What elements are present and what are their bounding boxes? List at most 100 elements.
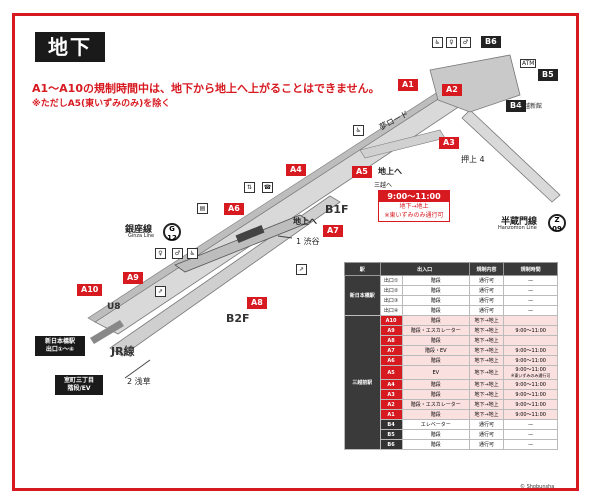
time-value: 9:00〜11:00 — [515, 412, 546, 418]
time-value: — — [528, 287, 534, 294]
time-value: — — [528, 307, 534, 314]
restroom-male-icon: ♂ — [460, 37, 471, 48]
muromachi-box: 室町三丁目 階段/EV — [55, 375, 103, 395]
content-cell: 通行可 — [468, 419, 505, 430]
exit-cell: A7 — [379, 345, 403, 356]
station-cell: 新日本橋駅 — [344, 275, 381, 316]
time-cell: — — [503, 429, 558, 440]
restriction-direction: 地下→地上 — [399, 203, 429, 210]
type-cell: 階段 — [401, 439, 470, 450]
type-cell: 階段 — [401, 389, 470, 400]
restriction-notice: A1〜A10の規制時間中は、地下から地上へ上がることはできません。 — [32, 82, 380, 95]
wheelchair-icon-2: ♿ — [187, 248, 198, 259]
copyright: © Shobunsha — [520, 484, 555, 490]
type-cell: 階段 — [401, 429, 470, 440]
hanzomon-line-label: 半蔵門線 — [501, 217, 538, 227]
time-cell — [503, 315, 558, 326]
jr-line-label: JR線 — [111, 345, 135, 358]
time-value: — — [528, 441, 534, 448]
wheelchair-icon: ♿ — [353, 125, 364, 136]
station-area — [429, 54, 521, 113]
exit-cell: A1 — [379, 409, 403, 420]
header-content: 規制内容 — [468, 262, 505, 276]
to-mitsukoshi-label: 三越へ — [374, 182, 393, 189]
restriction-time: 9:00〜11:00 — [379, 191, 449, 202]
exit-a5: A5 — [352, 166, 372, 178]
toilet-icon-2: ♀ — [155, 248, 166, 259]
exit-a6: A6 — [224, 203, 244, 215]
page-title: 地下 — [35, 32, 105, 62]
hanzomon-line-en: Hanzomon Line — [498, 225, 537, 231]
time-cell: 9:00〜11:00※東いずみのみ通行可 — [503, 365, 558, 380]
table-header: 駅 出入口 規制内容 規制時間 — [344, 262, 558, 276]
exit-a1: A1 — [398, 79, 418, 91]
exit-cell: 出口③ — [379, 295, 403, 306]
type-cell: EV — [401, 365, 470, 380]
content-cell: 地下→地上 — [468, 345, 505, 356]
time-note: ※東いずみのみ通行可 — [510, 373, 551, 378]
exit-b6: B6 — [481, 36, 501, 48]
time-value: 9:00〜11:00 — [515, 367, 546, 373]
content-cell: 地下→地上 — [468, 379, 505, 390]
type-cell: エレベーター — [401, 419, 470, 430]
ticket-icon: ▤ — [197, 203, 208, 214]
time-value: 9:00〜11:00 — [515, 402, 546, 408]
exit-cell: B6 — [379, 439, 403, 450]
ginza-line-en: Ginza Line — [128, 233, 155, 239]
type-cell: 階段 — [401, 275, 470, 286]
exit-cell: A4 — [379, 379, 403, 390]
time-value: 9:00〜11:00 — [515, 382, 546, 388]
time-value: — — [528, 277, 534, 284]
exit-a8: A8 — [247, 297, 267, 309]
time-value: 9:00〜11:00 — [515, 328, 546, 334]
content-cell: 通行可 — [468, 275, 505, 286]
shibuya-label: 1 渋谷 — [296, 237, 320, 246]
mitsukoshi-shinkan-label: 三越新館 — [518, 103, 543, 110]
exit-a10: A10 — [77, 284, 103, 296]
type-cell: 階段 — [401, 379, 470, 390]
exit-cell: A8 — [379, 335, 403, 346]
type-cell: 階段 — [401, 295, 470, 306]
time-cell: 9:00〜11:00 — [503, 389, 558, 400]
escalator-icon: ⇗ — [296, 264, 307, 275]
content-cell: 通行可 — [468, 439, 505, 450]
time-value: — — [528, 297, 534, 304]
restriction-note: ※東いずみのみ通行可 — [384, 212, 444, 219]
content-cell: 通行可 — [468, 429, 505, 440]
exit-b5: B5 — [538, 69, 558, 81]
content-cell: 地下→地上 — [468, 399, 505, 410]
to-surface-label-2: 地上へ — [293, 217, 317, 226]
station-cell: 三越前駅 — [344, 315, 381, 450]
time-cell: — — [503, 419, 558, 430]
u8-label: U8 — [107, 302, 121, 312]
content-cell: 地下→地上 — [468, 355, 505, 366]
time-cell — [503, 335, 558, 346]
hanzomon-passage — [461, 109, 561, 203]
restriction-time-box: 9:00〜11:00 地下→地上 ※東いずみのみ通行可 — [378, 190, 450, 222]
exit-cell: A6 — [379, 355, 403, 366]
exit-a3: A3 — [439, 137, 459, 149]
exit-cell: A2 — [379, 399, 403, 410]
exit-b4: B4 — [506, 100, 526, 112]
exit-cell: B5 — [379, 429, 403, 440]
content-cell: 地下→地上 — [468, 389, 505, 400]
time-cell: 9:00〜11:00 — [503, 355, 558, 366]
exit-a7: A7 — [323, 225, 343, 237]
elevator-icon: ⇅ — [244, 182, 255, 193]
phone-icon: ☎ — [262, 182, 273, 193]
time-value: — — [528, 431, 534, 438]
content-cell: 地下→地上 — [468, 409, 505, 420]
time-cell: — — [503, 275, 558, 286]
type-cell: 階段 — [401, 409, 470, 420]
time-cell: 9:00〜11:00 — [503, 345, 558, 356]
type-cell: 階段 — [401, 335, 470, 346]
time-cell: — — [503, 295, 558, 306]
time-cell: 9:00〜11:00 — [503, 325, 558, 336]
exit-cell: A3 — [379, 389, 403, 400]
